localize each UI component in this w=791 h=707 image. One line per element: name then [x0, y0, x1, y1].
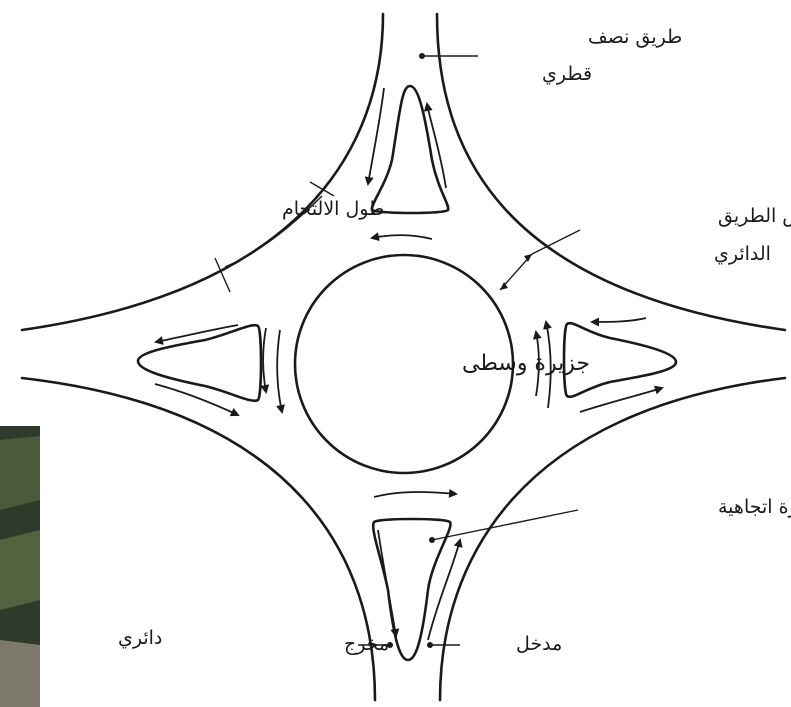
label-splitter-island: جزيرة اتجاهية [718, 496, 791, 518]
label-road-width-line1: عرض الطريق [718, 205, 791, 227]
label-central-island: جزيرة وسطى [462, 351, 590, 376]
arrow-right-entry [592, 318, 646, 322]
label-exit: مخرج [344, 633, 389, 655]
label-entry: مدخل [516, 633, 562, 655]
label-merge-length: طول الالتحام [282, 198, 384, 220]
arrow-circulating-bottom [374, 492, 456, 497]
arrow-circulating-left-2 [277, 330, 282, 412]
label-half-diagonal-road-line1: طريق نصف [588, 26, 682, 48]
photo-fragment [0, 426, 40, 707]
splitter-island-left [138, 325, 261, 401]
label-road-width-line2: الدائري [714, 243, 771, 265]
arrow-circulating-top [372, 235, 432, 239]
leader-splitter-island [432, 510, 578, 540]
splitter-island-top [372, 86, 448, 213]
road-edge-top-left [22, 14, 383, 330]
road-edge-top-right [437, 14, 785, 330]
label-photo-caption: دائري [118, 627, 162, 649]
arrow-circulating-left-1 [263, 328, 266, 392]
label-half-diagonal-road-line2: قطري [542, 63, 592, 85]
